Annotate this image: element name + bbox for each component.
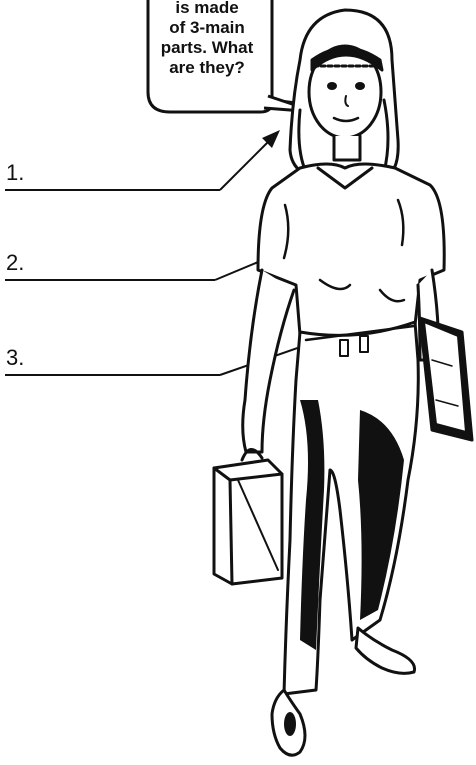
book [420, 318, 472, 440]
label-1: 1. [6, 160, 24, 186]
bubble-line-4: are they? [144, 58, 270, 78]
girl-figure [214, 10, 472, 755]
label-3: 3. [6, 345, 24, 371]
lunchbox [214, 449, 282, 584]
right-shoe [356, 628, 415, 673]
pointer-line-1 [5, 130, 280, 190]
bubble-line-1: is made [144, 0, 270, 18]
label-2: 2. [6, 250, 24, 276]
left-arm [243, 270, 294, 452]
speech-bubble-text: is made of 3-main parts. What are they? [144, 0, 270, 78]
bubble-line-2: of 3-main [144, 18, 270, 38]
bubble-line-3: parts. What [144, 38, 270, 58]
